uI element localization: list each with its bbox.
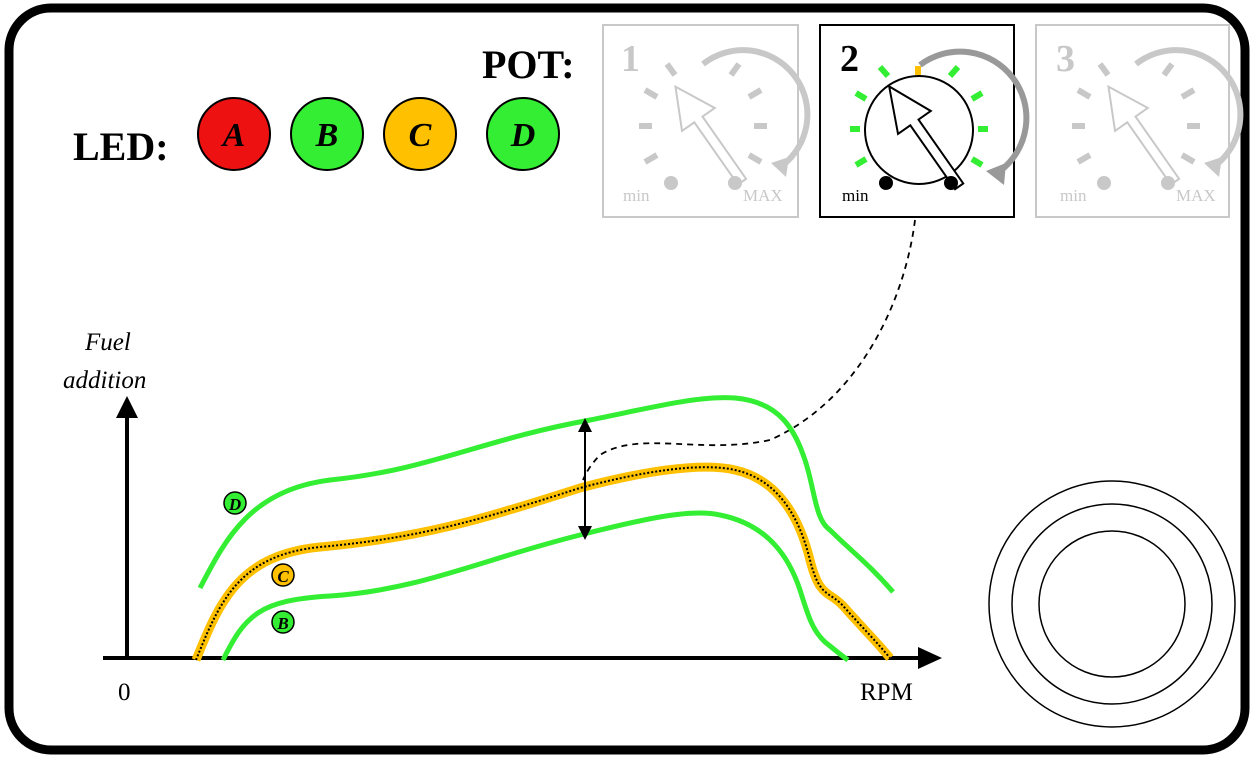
round-button[interactable] xyxy=(988,480,1236,728)
pot-panel-2[interactable]: 2 min xyxy=(819,24,1030,218)
pot-panel-3[interactable]: 3 min MAX xyxy=(1035,24,1244,218)
curve-b xyxy=(220,510,850,663)
led-a: A xyxy=(197,97,271,171)
pot-panel-1-pointer xyxy=(674,84,748,186)
pot-panel-3-min-label: min xyxy=(1060,186,1087,205)
led-a-letter: A xyxy=(221,117,246,154)
pot-panel-1-min-dot xyxy=(664,176,678,190)
pot-panel-1-sweep-arrowhead xyxy=(771,157,789,177)
led-d-lamp xyxy=(486,97,560,171)
pot-label: POT: xyxy=(482,42,575,87)
round-button-middle-ring xyxy=(1011,503,1213,705)
led-d-letter: D xyxy=(510,117,536,154)
x-axis-arrowhead xyxy=(918,647,942,669)
pot-panel-2-sweep-arrowhead xyxy=(986,163,1006,185)
pot-panel-2-min-dot xyxy=(879,176,893,190)
x-axis-label: RPM xyxy=(860,679,913,706)
pot-panel-3-ticks xyxy=(1072,62,1200,165)
led-c: C xyxy=(383,97,457,171)
round-button-outer-ring xyxy=(988,480,1236,728)
pot-to-curve-connector xyxy=(582,219,916,481)
pot-panel-3-sweep-arrow xyxy=(1134,47,1244,168)
pot-panel-1-max-dot xyxy=(728,176,742,190)
y-axis-label-line1: Fuel xyxy=(84,329,131,356)
offset-arrow-top-head xyxy=(578,418,592,432)
pot-panel-3-number: 3 xyxy=(1056,38,1075,80)
led-c-letter: C xyxy=(409,117,432,154)
curve-d xyxy=(197,395,895,594)
pot-panel-2-number: 2 xyxy=(840,38,859,80)
curve-label-c-text: C xyxy=(277,567,289,586)
pot-panel-2-sweep-arrow xyxy=(918,48,1030,174)
led-b-lamp xyxy=(290,97,364,171)
offset-arrow-bottom-head xyxy=(578,526,592,540)
curve-label-b-text: B xyxy=(276,614,288,633)
curve-label-d-text: D xyxy=(228,495,241,514)
curve-label-b: B xyxy=(271,610,295,634)
round-button-inner-ring xyxy=(1038,530,1186,678)
y-axis-arrowhead xyxy=(116,396,138,418)
pot-panel-3-max-label: MAX xyxy=(1176,186,1216,205)
pot-panel-2-ticks xyxy=(850,65,988,168)
led-c-lamp xyxy=(383,97,457,171)
pot-panel-3-pointer xyxy=(1107,84,1181,186)
led-b: B xyxy=(290,97,364,171)
pot-panel-1-max-label: MAX xyxy=(743,186,783,205)
pot-panel-2-max-dot xyxy=(944,176,958,190)
pot-panel-1-min-label: min xyxy=(623,186,650,205)
y-axis-label-line2: addition xyxy=(63,367,146,394)
pot-panel-1[interactable]: 1 min MAX xyxy=(602,24,811,218)
pot-panel-3-max-dot xyxy=(1161,176,1175,190)
led-d: D xyxy=(486,97,560,171)
origin-label: 0 xyxy=(118,679,131,706)
pot-panel-1-number: 1 xyxy=(621,38,640,80)
pot-panel-3-sweep-arrowhead xyxy=(1204,157,1222,177)
pot-panel-2-min-label: min xyxy=(842,186,869,205)
led-b-letter: B xyxy=(315,117,339,154)
pot-panel-1-ticks xyxy=(639,62,767,165)
curve-label-d: D xyxy=(223,491,247,515)
pot-panel-2-pointer xyxy=(887,84,965,191)
pot-panel-1-sweep-arrow xyxy=(701,47,811,168)
led-label: LED: xyxy=(73,124,169,169)
curve-label-c: C xyxy=(271,563,295,587)
curve-c-dotted-center xyxy=(195,466,891,661)
led-a-lamp xyxy=(197,97,271,171)
pot-panel-3-min-dot xyxy=(1097,176,1111,190)
